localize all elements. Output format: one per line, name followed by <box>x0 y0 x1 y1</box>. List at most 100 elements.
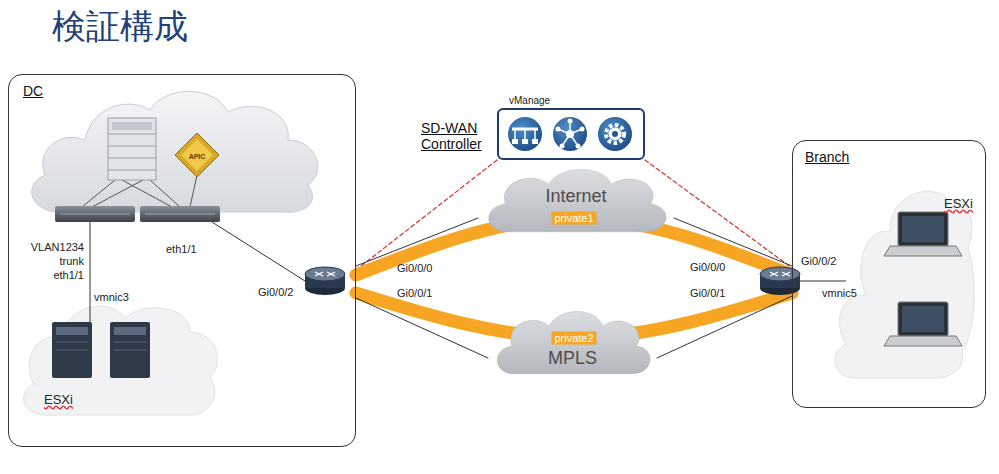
router-icon-part <box>782 272 790 276</box>
controller-box: vManageSD-WAN Controller <box>497 108 645 160</box>
port-label: eth1/1 <box>166 243 197 256</box>
router-icon-part <box>770 272 790 276</box>
node-heading: vManage <box>509 95 653 107</box>
router-icon-part <box>315 272 323 276</box>
node-heading: Branch <box>805 149 985 166</box>
controller-icons-part <box>556 119 585 149</box>
laptop-icon-part <box>898 212 948 246</box>
dc-fabric-cloud <box>32 91 318 212</box>
branch-region: Branch <box>792 140 986 408</box>
fabric-links-part <box>92 180 143 207</box>
esxi-server-part <box>56 327 88 335</box>
fabric-links-part <box>82 180 115 207</box>
host-label: ESXi <box>944 196 973 212</box>
laptop-icon-part <box>898 302 948 336</box>
spine-switch-part <box>108 134 156 135</box>
branch-cloud-part <box>835 191 975 378</box>
vmnic-label: vmnic5 <box>822 287 857 300</box>
internet-cloud: Internet <box>478 158 674 240</box>
spine-switch-part <box>108 146 156 147</box>
router-icon-part <box>327 272 335 276</box>
esxi-server-part <box>114 342 146 343</box>
transport-link <box>674 218 792 266</box>
interface-label: Gi0/0/1 <box>397 287 432 300</box>
router-icon-part <box>315 272 335 276</box>
spine-switch-part <box>108 170 156 171</box>
controller-icons-part <box>552 116 588 152</box>
vlan-label: VLAN1234 <box>18 241 84 254</box>
esxi-server-part <box>110 322 150 378</box>
laptop-icon-part <box>902 216 944 242</box>
server-cloud-part <box>23 306 217 415</box>
icon-label: APIC <box>183 150 211 163</box>
apic-icon-part <box>181 139 213 171</box>
esxi-server-part <box>52 322 92 378</box>
laptop-icon-part <box>884 336 962 346</box>
trunk-wire-part <box>90 222 91 324</box>
interface-label: Gi0/0/0 <box>397 262 432 275</box>
vmnic-label: vmnic3 <box>94 291 129 304</box>
leaf-switch <box>55 206 220 222</box>
apic-icon-part <box>175 133 219 177</box>
node-heading: DC <box>23 83 355 100</box>
server-cloud <box>23 306 217 415</box>
controller-icons-part <box>522 139 528 144</box>
router-icon-part <box>770 272 778 276</box>
host-label: ESXi <box>44 392 73 408</box>
router-icon-part <box>305 267 345 281</box>
leaf-switch-part <box>140 206 220 222</box>
controller-icons-part <box>514 129 516 139</box>
controller-icons <box>507 116 633 152</box>
router-icon-part <box>327 272 335 276</box>
router-icon <box>305 267 800 295</box>
interface-label: Gi0/0/2 <box>801 255 836 268</box>
controller-icons-part <box>524 129 526 139</box>
spine-switch-part <box>108 158 156 159</box>
controller-icons-part <box>580 127 585 132</box>
branch-wire <box>800 281 846 282</box>
controller-icons-part <box>534 129 536 139</box>
esxi-server-part <box>56 350 88 351</box>
transport-link <box>657 296 792 358</box>
tunnel-label: private2 <box>551 332 596 345</box>
controller-icons-part <box>612 131 618 137</box>
esxi-server <box>52 322 150 378</box>
port-label: eth1/1 <box>18 269 84 282</box>
controller-icons-part <box>566 130 574 138</box>
apic-icon <box>175 133 219 177</box>
spine-switch-part <box>108 118 156 180</box>
dc-fabric-cloud-part <box>32 91 318 212</box>
leaf-switch-part <box>60 214 130 215</box>
page-title: 検証構成 <box>52 4 188 48</box>
esxi-server-part <box>114 327 146 335</box>
router-icon-part <box>782 272 790 276</box>
controller-icons-part <box>576 144 581 149</box>
transport-link <box>356 298 488 358</box>
controller-icons-part <box>568 119 573 124</box>
laptop-icon <box>884 212 962 346</box>
router-icon-part <box>315 272 323 276</box>
spine-switch-part <box>112 122 152 130</box>
trunk-wire <box>90 222 305 324</box>
controller-icons-part <box>609 128 622 141</box>
node-heading: Internet <box>478 186 674 207</box>
laptop-icon-part <box>902 306 944 332</box>
transport-link <box>356 218 478 266</box>
controller-icons-part <box>597 116 633 152</box>
esxi-server-part <box>56 342 88 343</box>
controller-icons-part <box>532 139 538 144</box>
controller-icons-part <box>512 139 518 144</box>
laptop-icon-part <box>884 246 962 256</box>
node-text: SD-WAN Controller <box>421 120 493 152</box>
router-icon-part <box>760 267 800 281</box>
controller-icons-part <box>558 121 582 146</box>
leaf-switch-part <box>145 214 215 215</box>
fabric-links-part <box>190 175 197 207</box>
spine-switch <box>108 118 156 180</box>
fabric-links-part <box>122 180 172 207</box>
tunnel-label: private1 <box>551 212 596 225</box>
controller-icons-part <box>560 144 565 149</box>
